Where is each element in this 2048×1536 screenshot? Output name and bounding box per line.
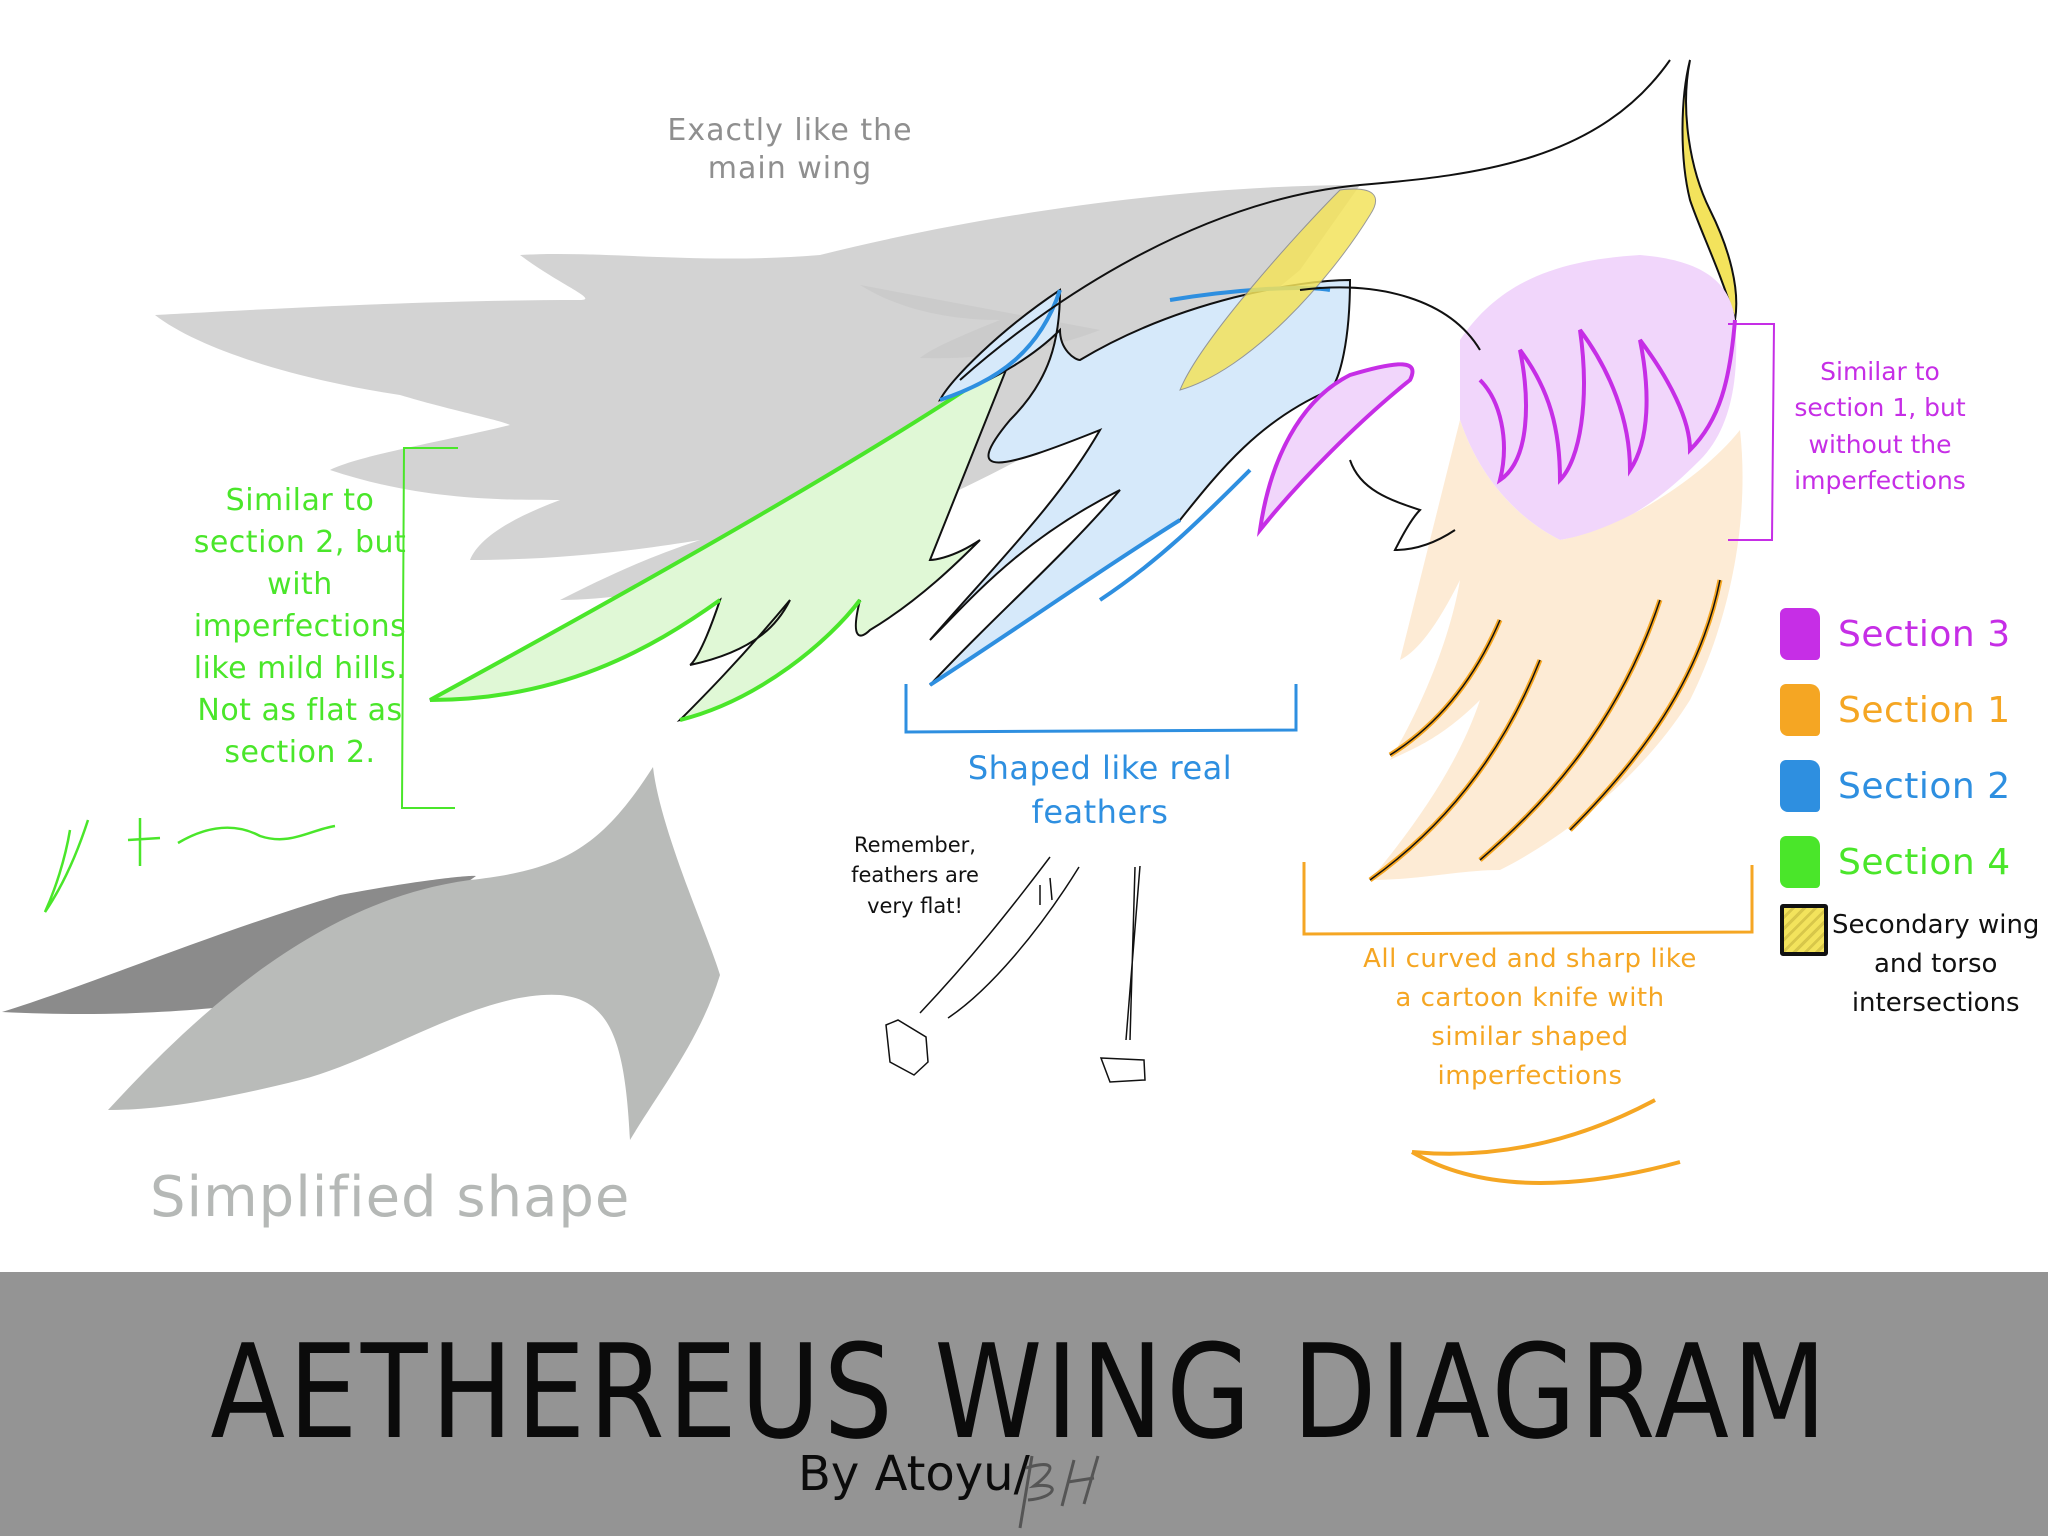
section3-swatch-icon	[1780, 608, 1820, 660]
ghost-main-wing	[155, 185, 1360, 600]
leading-edge-line	[959, 59, 1671, 381]
section3-bracket	[1728, 323, 1776, 541]
hatched-yellow-swatch-icon	[1780, 904, 1828, 956]
flat-feather-sketch	[885, 856, 1146, 1083]
legend-label: Section 2	[1838, 765, 2011, 807]
legend-label: Section 4	[1838, 841, 2011, 883]
legend-item-section2: Section 2	[1780, 748, 2048, 824]
section4-bracket	[400, 447, 458, 809]
legend-label: Secondary wing and torso intersections	[1832, 910, 2040, 1018]
section3-note: Similar to section 1, but without the im…	[1794, 357, 1966, 495]
section2-bracket	[904, 684, 1298, 734]
title-banner	[0, 1272, 2048, 1536]
main-wing-note: Exactly like the main wing	[667, 113, 913, 187]
legend-item-secondary: Secondary wing and torso intersections	[1780, 904, 2039, 1023]
section3-small-feather	[1256, 362, 1415, 537]
secondary-intersection-1	[1179, 188, 1377, 391]
section1-feathers	[1368, 420, 1743, 883]
section4-swatch-icon	[1780, 836, 1820, 888]
imperfection-sketch	[43, 818, 336, 913]
simplified-wing-shape	[2, 767, 720, 1140]
section2-swatch-icon	[1780, 760, 1820, 812]
flat-feathers-note: Remember, feathers are very flat!	[851, 833, 979, 918]
color-legend: Section 3 Section 1 Section 2 Section 4 …	[1780, 596, 2048, 1018]
knife-curve-sketch	[1410, 1098, 1681, 1185]
legend-label: Section 3	[1838, 613, 2011, 655]
signature-icon	[1018, 1455, 1100, 1529]
section1-note: All curved and sharp like a cartoon knif…	[1363, 944, 1697, 1091]
section1-bracket	[1302, 862, 1754, 936]
section4-outline	[429, 358, 1012, 722]
diagram-title: AETHEREUS WING DIAGRAM	[210, 1316, 1830, 1468]
legend-item-section1: Section 1	[1780, 672, 2048, 748]
legend-item-section4: Section 4	[1780, 824, 2048, 900]
author-byline: By Atoyu/	[798, 1446, 1030, 1502]
simplified-shape-caption: Simplified shape	[150, 1165, 631, 1230]
section3-feathers	[1460, 255, 1737, 540]
legend-item-section3: Section 3	[1780, 596, 2048, 672]
section4-note: Similar to section 2, but with imperfect…	[193, 483, 407, 770]
secondary-wing-outline	[1299, 286, 1481, 552]
section1-swatch-icon	[1780, 684, 1820, 736]
section2-note: Shaped like real feathers	[967, 749, 1233, 832]
legend-label: Section 1	[1838, 689, 2011, 731]
